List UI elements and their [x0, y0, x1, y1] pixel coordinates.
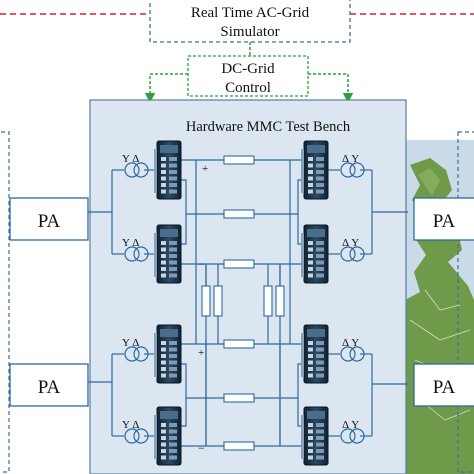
cable-icon: [201, 285, 211, 317]
europe-map-icon: [405, 140, 474, 474]
cable-icon: [223, 259, 255, 269]
transformer-icon: [340, 428, 365, 444]
transformer-icon: [124, 346, 149, 362]
cable-icon: [275, 285, 285, 317]
cable-icon: [213, 285, 223, 317]
transformer-icon: [124, 162, 149, 178]
mmc-converter-rack-icon: [301, 324, 329, 384]
pa-box-right-bottom: PA: [413, 363, 474, 407]
transformer-icon: [340, 246, 365, 262]
polarity-plus-top: +: [202, 163, 208, 175]
tx-label-right-4: Δ Y: [342, 419, 359, 431]
mmc-converter-rack-icon: [301, 224, 329, 284]
tx-label-left-2: Y Δ: [122, 237, 139, 249]
cable-icon: [223, 441, 255, 451]
mmc-converter-rack-icon: [154, 324, 182, 384]
cable-icon: [223, 155, 255, 165]
cable-icon: [263, 285, 273, 317]
dc-control-line2: Control: [225, 80, 271, 96]
ac-grid-simulator-box: Real Time AC-Grid Simulator: [149, 0, 351, 43]
tx-label-left-3: Y Δ: [122, 337, 139, 349]
polarity-minus-bottom: −: [198, 441, 205, 455]
polarity-plus-bottom: +: [198, 347, 204, 359]
pa-label: PA: [38, 211, 61, 232]
tx-label-right-2: Δ Y: [342, 237, 359, 249]
dc-cables: [201, 155, 285, 451]
dc-control-line1: DC-Grid: [221, 61, 275, 77]
transformer-icon: [340, 346, 365, 362]
transformer-icon: [124, 246, 149, 262]
mmc-converter-rack-icon: [301, 406, 329, 466]
tx-label-left-1: Y Δ: [122, 153, 139, 165]
mmc-converter-rack-icon: [154, 224, 182, 284]
pa-box-left-bottom: PA: [9, 363, 89, 407]
pa-label: PA: [433, 377, 456, 398]
pa-box-right-top: PA: [413, 197, 474, 241]
control-arrow-left: [144, 73, 188, 104]
transformer-icon: [340, 162, 365, 178]
mmc-converter-rack-icon: [154, 406, 182, 466]
mmc-converter-rack-icon: [154, 140, 182, 200]
mmc-converter-rack-icon: [301, 140, 329, 200]
tx-label-right-3: Δ Y: [342, 337, 359, 349]
transformer-icon: [124, 428, 149, 444]
bench-wiring: [88, 159, 408, 447]
pa-label: PA: [38, 377, 61, 398]
right-grid-frame: [457, 131, 474, 473]
simulator-line1: Real Time AC-Grid: [191, 5, 310, 21]
bench-title: Hardware MMC Test Bench: [186, 119, 351, 135]
pa-label: PA: [433, 211, 456, 232]
dc-grid-control-box: DC-Grid Control: [187, 55, 309, 97]
simulator-line2: Simulator: [220, 24, 279, 40]
cable-icon: [223, 339, 255, 349]
tx-label-left-4: Y Δ: [122, 419, 139, 431]
tx-label-right-1: Δ Y: [342, 153, 359, 165]
pa-box-left-top: PA: [9, 197, 89, 241]
cable-icon: [223, 209, 255, 219]
polarity-minus-top: −: [198, 257, 205, 271]
converters: [154, 140, 329, 466]
transformers: [124, 162, 365, 444]
cable-icon: [223, 393, 255, 403]
left-grid-frame: [0, 131, 10, 473]
control-arrow-right: [308, 73, 354, 104]
